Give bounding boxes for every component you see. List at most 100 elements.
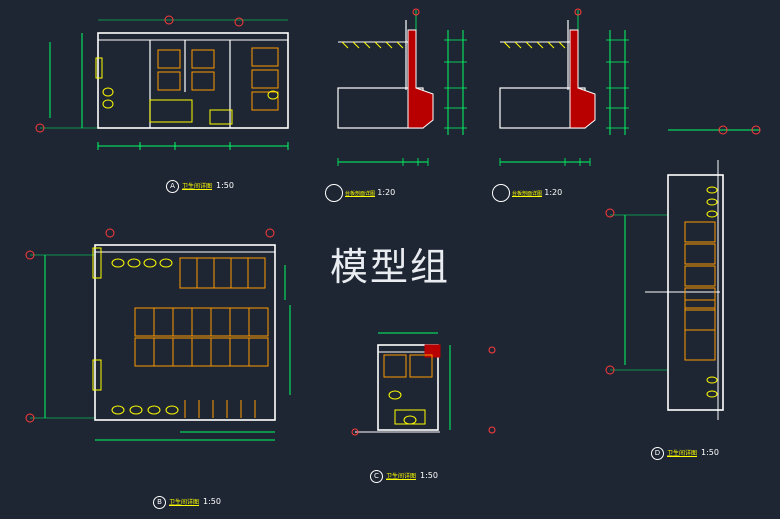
stall: [213, 257, 232, 289]
fixture: [403, 415, 417, 425]
grid-bubble: [105, 228, 115, 238]
fixture: [706, 390, 718, 398]
fixture: [388, 390, 402, 400]
grid-bubble-layer: [25, 8, 761, 436]
partition-layer: [134, 47, 716, 418]
grid-bubble: [25, 413, 35, 423]
stall: [248, 337, 269, 367]
view-d-id: D: [651, 447, 664, 460]
view-a-scale: 1:50: [216, 181, 234, 190]
view-d-label: 卫生间详图: [667, 450, 698, 457]
section-2-scale: 1:20: [544, 188, 563, 197]
rebar: [514, 41, 522, 49]
stall: [191, 49, 215, 69]
fixture: [129, 405, 143, 415]
stall: [229, 337, 250, 367]
stall: [196, 257, 215, 289]
window: [92, 247, 102, 279]
stall: [134, 307, 155, 337]
stall: [684, 221, 716, 243]
rebar: [385, 41, 393, 49]
stall: [172, 337, 193, 367]
rebar: [363, 41, 371, 49]
rebar: [547, 41, 555, 49]
hatched-wall: [407, 29, 434, 129]
section-title-2: 台板剖面详图 1:20: [492, 184, 562, 202]
window: [95, 57, 103, 79]
vanity: [209, 109, 233, 125]
stall: [191, 337, 212, 367]
fixture: [111, 258, 125, 268]
fixture: [267, 90, 279, 100]
grid-bubble: [574, 8, 582, 16]
view-a-id: A: [166, 180, 179, 193]
plan-c-outline: [377, 344, 439, 431]
dimension-layer: [30, 10, 760, 441]
wall-layer: [92, 20, 724, 431]
stall: [134, 337, 155, 367]
grid-bubble: [488, 426, 496, 434]
view-d-scale: 1:50: [701, 448, 719, 457]
stall: [210, 337, 231, 367]
stall: [153, 307, 174, 337]
fixture: [127, 258, 141, 268]
hatched-wall: [569, 29, 596, 129]
vanity: [394, 409, 426, 425]
rebar: [558, 41, 566, 49]
section-1-label: 台板剖面详图: [345, 191, 376, 197]
fixture: [706, 198, 718, 206]
grid-bubble: [605, 208, 615, 218]
stall: [230, 257, 249, 289]
stall: [251, 91, 279, 111]
section-title-1: 台板剖面详图 1:20: [325, 184, 395, 202]
grid-bubble: [25, 250, 35, 260]
stall: [684, 287, 716, 309]
rebar: [341, 41, 349, 49]
grid-bubble: [718, 125, 728, 135]
stall: [153, 337, 174, 367]
section-1-scale: 1:20: [377, 188, 396, 197]
watermark: 模型组: [330, 245, 451, 289]
fixture: [102, 87, 114, 97]
view-c-label: 卫生间详图: [386, 473, 417, 480]
fixture: [706, 186, 718, 194]
stall: [247, 257, 266, 289]
view-b-scale: 1:50: [203, 497, 221, 506]
stall: [409, 354, 433, 378]
stall: [172, 307, 193, 337]
fixture: [147, 405, 161, 415]
stall: [248, 307, 269, 337]
grid-bubble: [488, 346, 496, 354]
plan-b-outline: [94, 244, 276, 421]
stall: [684, 309, 716, 331]
stall: [684, 299, 716, 361]
stall: [383, 354, 407, 378]
stall: [210, 307, 231, 337]
grid-bubble: [265, 228, 275, 238]
stall: [191, 71, 215, 91]
rebar: [525, 41, 533, 49]
fixture: [706, 210, 718, 218]
grid-bubble: [35, 123, 45, 133]
grid-bubble: [351, 428, 359, 436]
view-c-scale: 1:50: [420, 471, 438, 480]
grid-bubble: [234, 17, 244, 27]
grid-bubble: [164, 15, 174, 25]
stall: [179, 257, 198, 289]
fixture: [165, 405, 179, 415]
rebar: [374, 41, 382, 49]
rebar: [396, 41, 404, 49]
fixture: [159, 258, 173, 268]
fixture: [706, 376, 718, 384]
view-b-label: 卫生间详图: [169, 499, 200, 506]
grid-bubble: [605, 365, 615, 375]
stall: [229, 307, 250, 337]
rebar: [503, 41, 511, 49]
stall: [191, 307, 212, 337]
fixture: [143, 258, 157, 268]
